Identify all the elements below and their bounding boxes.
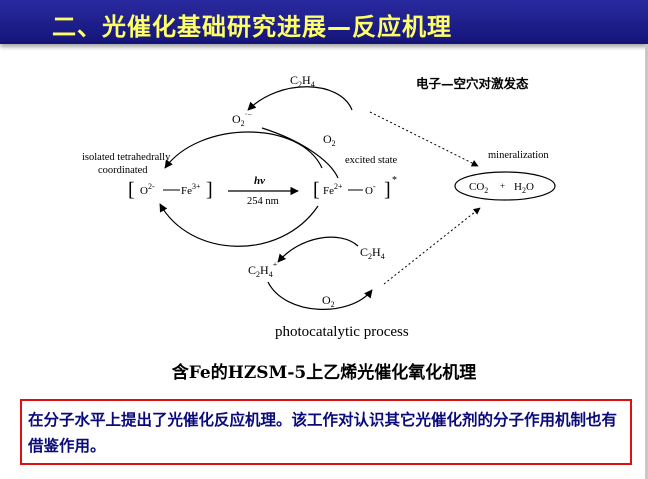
label-c2h4-cation: C2H4+	[248, 260, 278, 279]
label-excited-state: excited state	[345, 155, 398, 166]
label-photocatalytic-process: photocatalytic process	[275, 324, 409, 340]
fe3-label: Fe3+	[181, 182, 201, 197]
label-o2-top: O2	[323, 132, 336, 148]
mineralization-products-ellipse	[454, 171, 556, 201]
label-c2h4-top: C2H4	[290, 73, 315, 89]
bracket-left-open: [	[128, 179, 135, 201]
label-hv: hν	[254, 175, 265, 187]
label-co2: CO2	[469, 181, 488, 195]
note-text: 在分子水平上提出了光催化反应机理。该工作对认识其它光催化剂的分子作用机制也有借鉴…	[28, 411, 618, 455]
label-coordinated: coordinated	[98, 165, 148, 176]
label-o2-radical: O2·−	[232, 110, 252, 128]
figure-caption: 含Fe的HZSM-5上乙烯光催化氧化机理	[171, 363, 477, 383]
arrow-bottom-arc	[267, 281, 373, 310]
fe2-label: Fe2+	[323, 182, 343, 197]
annotation-excited-pair: 电子—空穴对激发态	[416, 76, 529, 91]
ground-state-complex: O2-	[140, 182, 155, 197]
label-wavelength: 254 nm	[247, 196, 279, 207]
arrow-top-arc	[247, 86, 353, 111]
label-o2-bottom: O2	[322, 293, 335, 309]
dotted-arrow-top	[369, 111, 479, 167]
arrow-lower-return	[159, 203, 319, 247]
label-c2h4-bottom: C2H4	[360, 245, 385, 261]
bracket-right-open: [	[313, 179, 320, 201]
bracket-left-close: ]	[206, 179, 213, 201]
excited-state-complex: O-	[365, 182, 376, 197]
slide-edge	[645, 44, 648, 479]
label-plus: +	[500, 181, 505, 191]
note-box: 在分子水平上提出了光催化反应机理。该工作对认识其它光催化剂的分子作用机制也有借鉴…	[20, 399, 632, 465]
excited-asterisk: *	[392, 175, 397, 186]
arrow-o2-uptake	[261, 127, 339, 179]
dotted-arrow-bottom	[383, 207, 481, 285]
arrow-upper-return	[164, 131, 323, 169]
label-mineralization: mineralization	[488, 150, 549, 161]
title-bar: 二、光催化基础研究进展—反应机理	[0, 0, 648, 44]
bracket-right-close: ]	[384, 179, 391, 201]
arrow-c2h4-oxidation	[277, 236, 359, 263]
page-title: 二、光催化基础研究进展—反应机理	[52, 13, 452, 41]
label-h2o: H2O	[514, 181, 534, 195]
label-isolated: isolated tetrahedrally	[82, 152, 171, 163]
